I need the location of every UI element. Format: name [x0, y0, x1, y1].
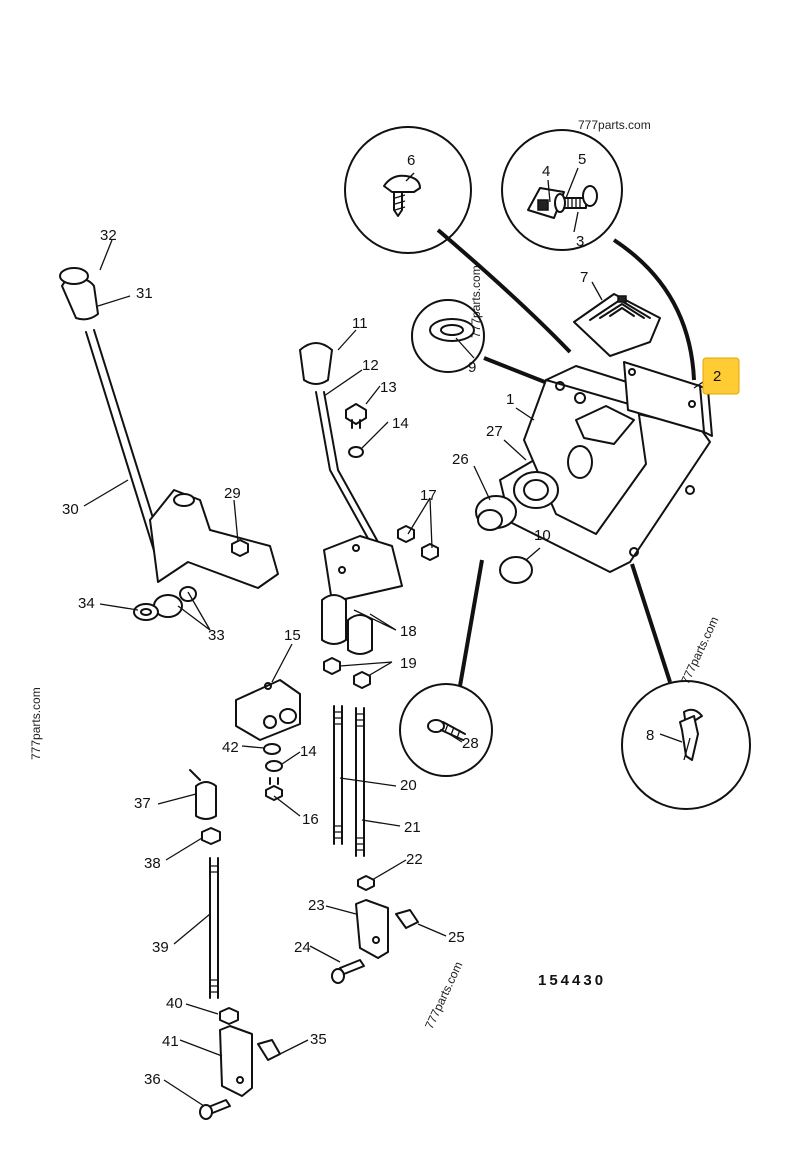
callout-19: 19 — [400, 655, 417, 672]
bolt-16 — [265, 777, 283, 801]
callout-25: 25 — [448, 929, 465, 946]
watermark-top: 777parts.com — [578, 118, 651, 132]
callout-1: 1 — [506, 391, 514, 408]
callout-12: 12 — [362, 357, 379, 374]
callout-31: 31 — [136, 285, 153, 302]
callout-20: 20 — [400, 777, 417, 794]
callout-21: 21 — [404, 819, 421, 836]
nut-22 — [357, 875, 375, 891]
callout-36: 36 — [144, 1071, 161, 1088]
swivel-37 — [189, 769, 217, 820]
callout-23: 23 — [308, 897, 325, 914]
callout-35: 35 — [310, 1031, 327, 1048]
washer-14-upper — [348, 446, 364, 458]
nut-40 — [219, 1007, 239, 1025]
callout-11: 11 — [352, 315, 368, 332]
callout-28: 28 — [462, 735, 479, 752]
callout-30: 30 — [62, 501, 79, 518]
bolt-13 — [345, 403, 367, 429]
callout-40: 40 — [166, 995, 183, 1012]
pin-24 — [331, 959, 365, 984]
detail-circle-8 — [621, 680, 751, 810]
cover-plate — [623, 361, 713, 437]
callout-15: 15 — [284, 627, 301, 644]
nut-38 — [201, 827, 221, 845]
detail-circle-6 — [344, 126, 472, 254]
rod-20 — [333, 705, 343, 845]
washers-42-14 — [263, 743, 283, 772]
lever-30 — [59, 267, 279, 618]
gear-lever-boot — [573, 293, 661, 357]
callout-42: 42 — [222, 739, 239, 756]
clip-35 — [257, 1039, 281, 1061]
pin-36 — [199, 1099, 231, 1120]
callout-10: 10 — [534, 527, 551, 544]
callout-14-upper: 14 — [392, 415, 409, 432]
callout-18: 18 — [400, 623, 417, 640]
detail-circle-28 — [399, 683, 493, 777]
drawing-number: 154430 — [538, 972, 606, 989]
callout-13: 13 — [380, 379, 397, 396]
detail-circle-9 — [411, 299, 485, 373]
callout-24: 24 — [294, 939, 311, 956]
callout-26: 26 — [452, 451, 469, 468]
rod-39 — [209, 857, 219, 999]
rod-21 — [355, 707, 365, 857]
callout-16: 16 — [302, 811, 319, 828]
callout-9: 9 — [468, 359, 476, 376]
callout-37: 37 — [134, 795, 151, 812]
callout-4: 4 — [542, 163, 550, 180]
callout-22: 22 — [406, 851, 423, 868]
callout-5: 5 — [578, 151, 586, 168]
callout-6: 6 — [407, 152, 415, 169]
callout-17: 17 — [420, 487, 437, 504]
callout-39: 39 — [152, 939, 169, 956]
callout-41: 41 — [162, 1033, 179, 1050]
clevis-23 — [355, 899, 389, 959]
callout-27: 27 — [486, 423, 503, 440]
nut-29 — [231, 539, 249, 557]
highlight-box — [702, 357, 740, 395]
detail-circle-3-4-5 — [501, 129, 623, 251]
clip-25 — [395, 909, 419, 929]
nuts-19 — [323, 657, 371, 689]
callout-2: 2 — [713, 368, 721, 385]
callout-38: 38 — [144, 855, 161, 872]
callout-34: 34 — [78, 595, 95, 612]
callout-7: 7 — [580, 269, 588, 286]
gasket-27 — [513, 471, 559, 509]
callout-33: 33 — [208, 627, 225, 644]
pivot-block-15 — [235, 679, 301, 741]
callout-29: 29 — [224, 485, 241, 502]
washer-34 — [133, 603, 159, 621]
detail-connectors — [436, 228, 696, 687]
callout-14-lower: 14 — [300, 743, 317, 760]
clevis-41 — [219, 1025, 253, 1097]
watermark-right: 777parts.com — [678, 614, 721, 686]
seal-26 — [475, 495, 517, 531]
watermark-left: 777parts.com — [29, 687, 43, 760]
watermark-bottom: 777parts.com — [422, 959, 465, 1031]
lever-12 — [299, 342, 403, 655]
callout-leaders — [83, 167, 707, 1107]
callout-8: 8 — [646, 727, 654, 744]
plug-10 — [499, 556, 533, 584]
callout-3: 3 — [576, 233, 584, 250]
callout-32: 32 — [100, 227, 117, 244]
